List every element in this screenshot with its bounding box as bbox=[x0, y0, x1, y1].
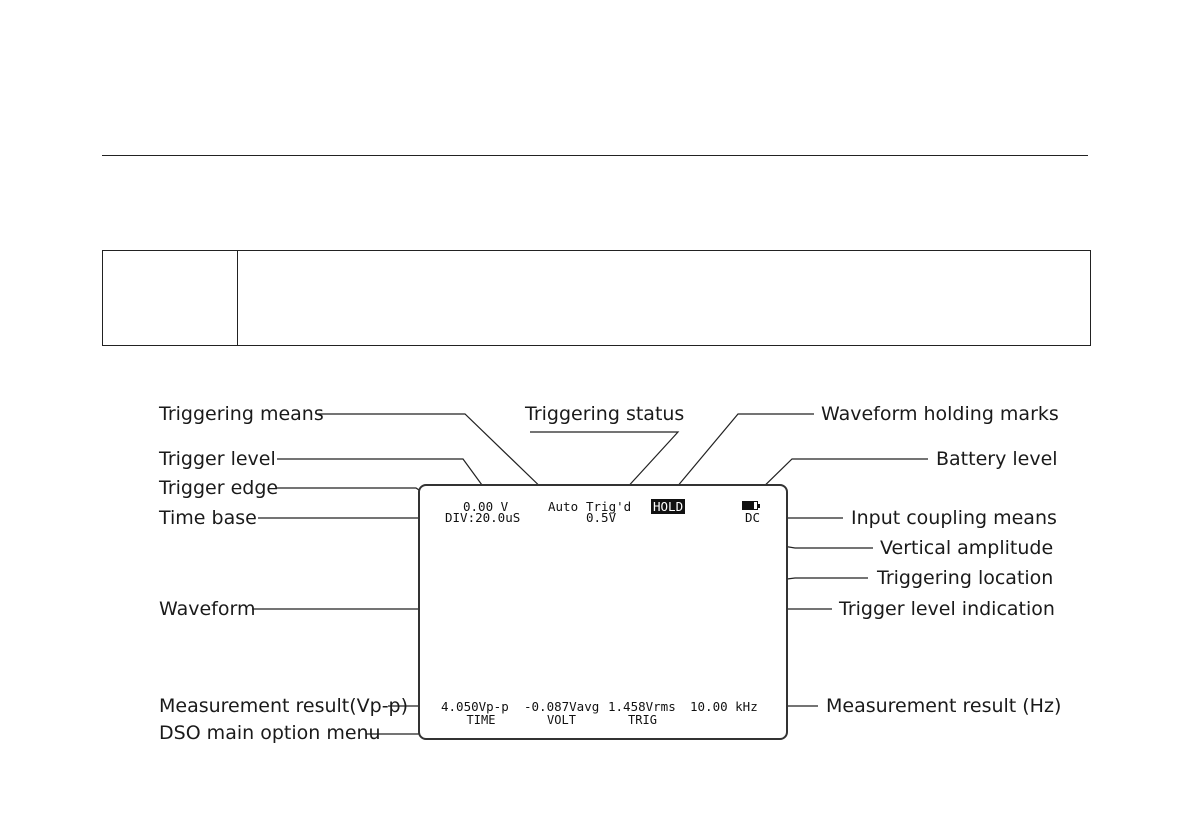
label-trigger-level-indication: Trigger level indication bbox=[839, 598, 1055, 620]
battery-fill bbox=[743, 502, 754, 509]
table-cell-divider bbox=[237, 251, 238, 345]
leader-trigger-level bbox=[277, 458, 491, 497]
measurement-vpp: 4.050Vp-p bbox=[441, 699, 509, 714]
trigger-mode-readout: Auto bbox=[548, 499, 579, 514]
trigger-status-readout: Trig'd bbox=[586, 499, 632, 514]
label-vertical-amplitude: Vertical amplitude bbox=[880, 537, 1054, 559]
hold-badge: HOLD bbox=[651, 499, 686, 514]
measurement-vavg: -0.087Vavg bbox=[524, 699, 600, 714]
menu-trig[interactable]: TRIG bbox=[628, 713, 657, 727]
dso-device-frame bbox=[418, 484, 788, 740]
leader-triggering-status bbox=[530, 431, 680, 504]
label-triggering-status: Triggering status bbox=[525, 403, 685, 425]
header-rule bbox=[102, 155, 1088, 156]
leader-trigger-edge bbox=[277, 487, 442, 506]
label-trigger-level: Trigger level bbox=[159, 448, 276, 470]
label-waveform-holding-marks: Waveform holding marks bbox=[821, 403, 1059, 425]
battery-icon bbox=[742, 501, 760, 510]
menu-empty[interactable] bbox=[683, 714, 764, 726]
leader-waveform-holding bbox=[665, 413, 814, 501]
empty-table bbox=[102, 250, 1091, 346]
label-triggering-location: Triggering location bbox=[877, 567, 1054, 589]
trigger-level-readout: 0.00 V bbox=[463, 499, 509, 514]
label-battery-level: Battery level bbox=[936, 448, 1058, 470]
label-measurement-hz: Measurement result (Hz) bbox=[826, 695, 1062, 717]
vertical-scale-readout: 0.5V bbox=[586, 510, 617, 525]
label-waveform: Waveform bbox=[159, 598, 256, 620]
label-measurement-vpp: Measurement result(Vp-p) bbox=[159, 695, 409, 717]
label-trigger-edge: Trigger edge bbox=[159, 477, 279, 499]
measurement-vrms: 1.458Vrms bbox=[608, 699, 676, 714]
time-base-readout: DIV:20.0uS bbox=[445, 510, 521, 525]
leader-triggering-means bbox=[318, 413, 553, 499]
label-input-coupling-means: Input coupling means bbox=[851, 507, 1057, 529]
label-triggering-means: Triggering means bbox=[159, 403, 324, 425]
label-dso-menu: DSO main option menu bbox=[159, 722, 381, 744]
label-time-base: Time base bbox=[159, 507, 257, 529]
measurement-frequency: 10.00 kHz bbox=[690, 699, 758, 714]
menu-time[interactable]: TIME bbox=[466, 713, 496, 727]
menu-volt[interactable]: VOLT bbox=[547, 713, 576, 727]
coupling-readout: DC bbox=[745, 510, 761, 525]
